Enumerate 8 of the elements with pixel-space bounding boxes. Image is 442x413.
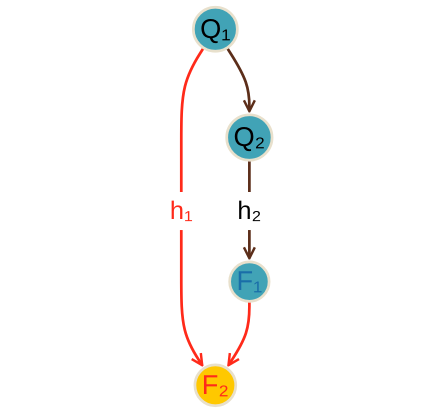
edge-label: h₂ <box>237 196 262 225</box>
node-circle: Q₁ <box>192 6 239 53</box>
arrow <box>226 47 256 112</box>
node-circle: Q₂ <box>225 113 274 162</box>
arrow <box>180 47 205 366</box>
edge-label: h₁ <box>170 196 193 225</box>
node-circle: F₂ <box>194 364 238 408</box>
arrow <box>227 301 251 366</box>
